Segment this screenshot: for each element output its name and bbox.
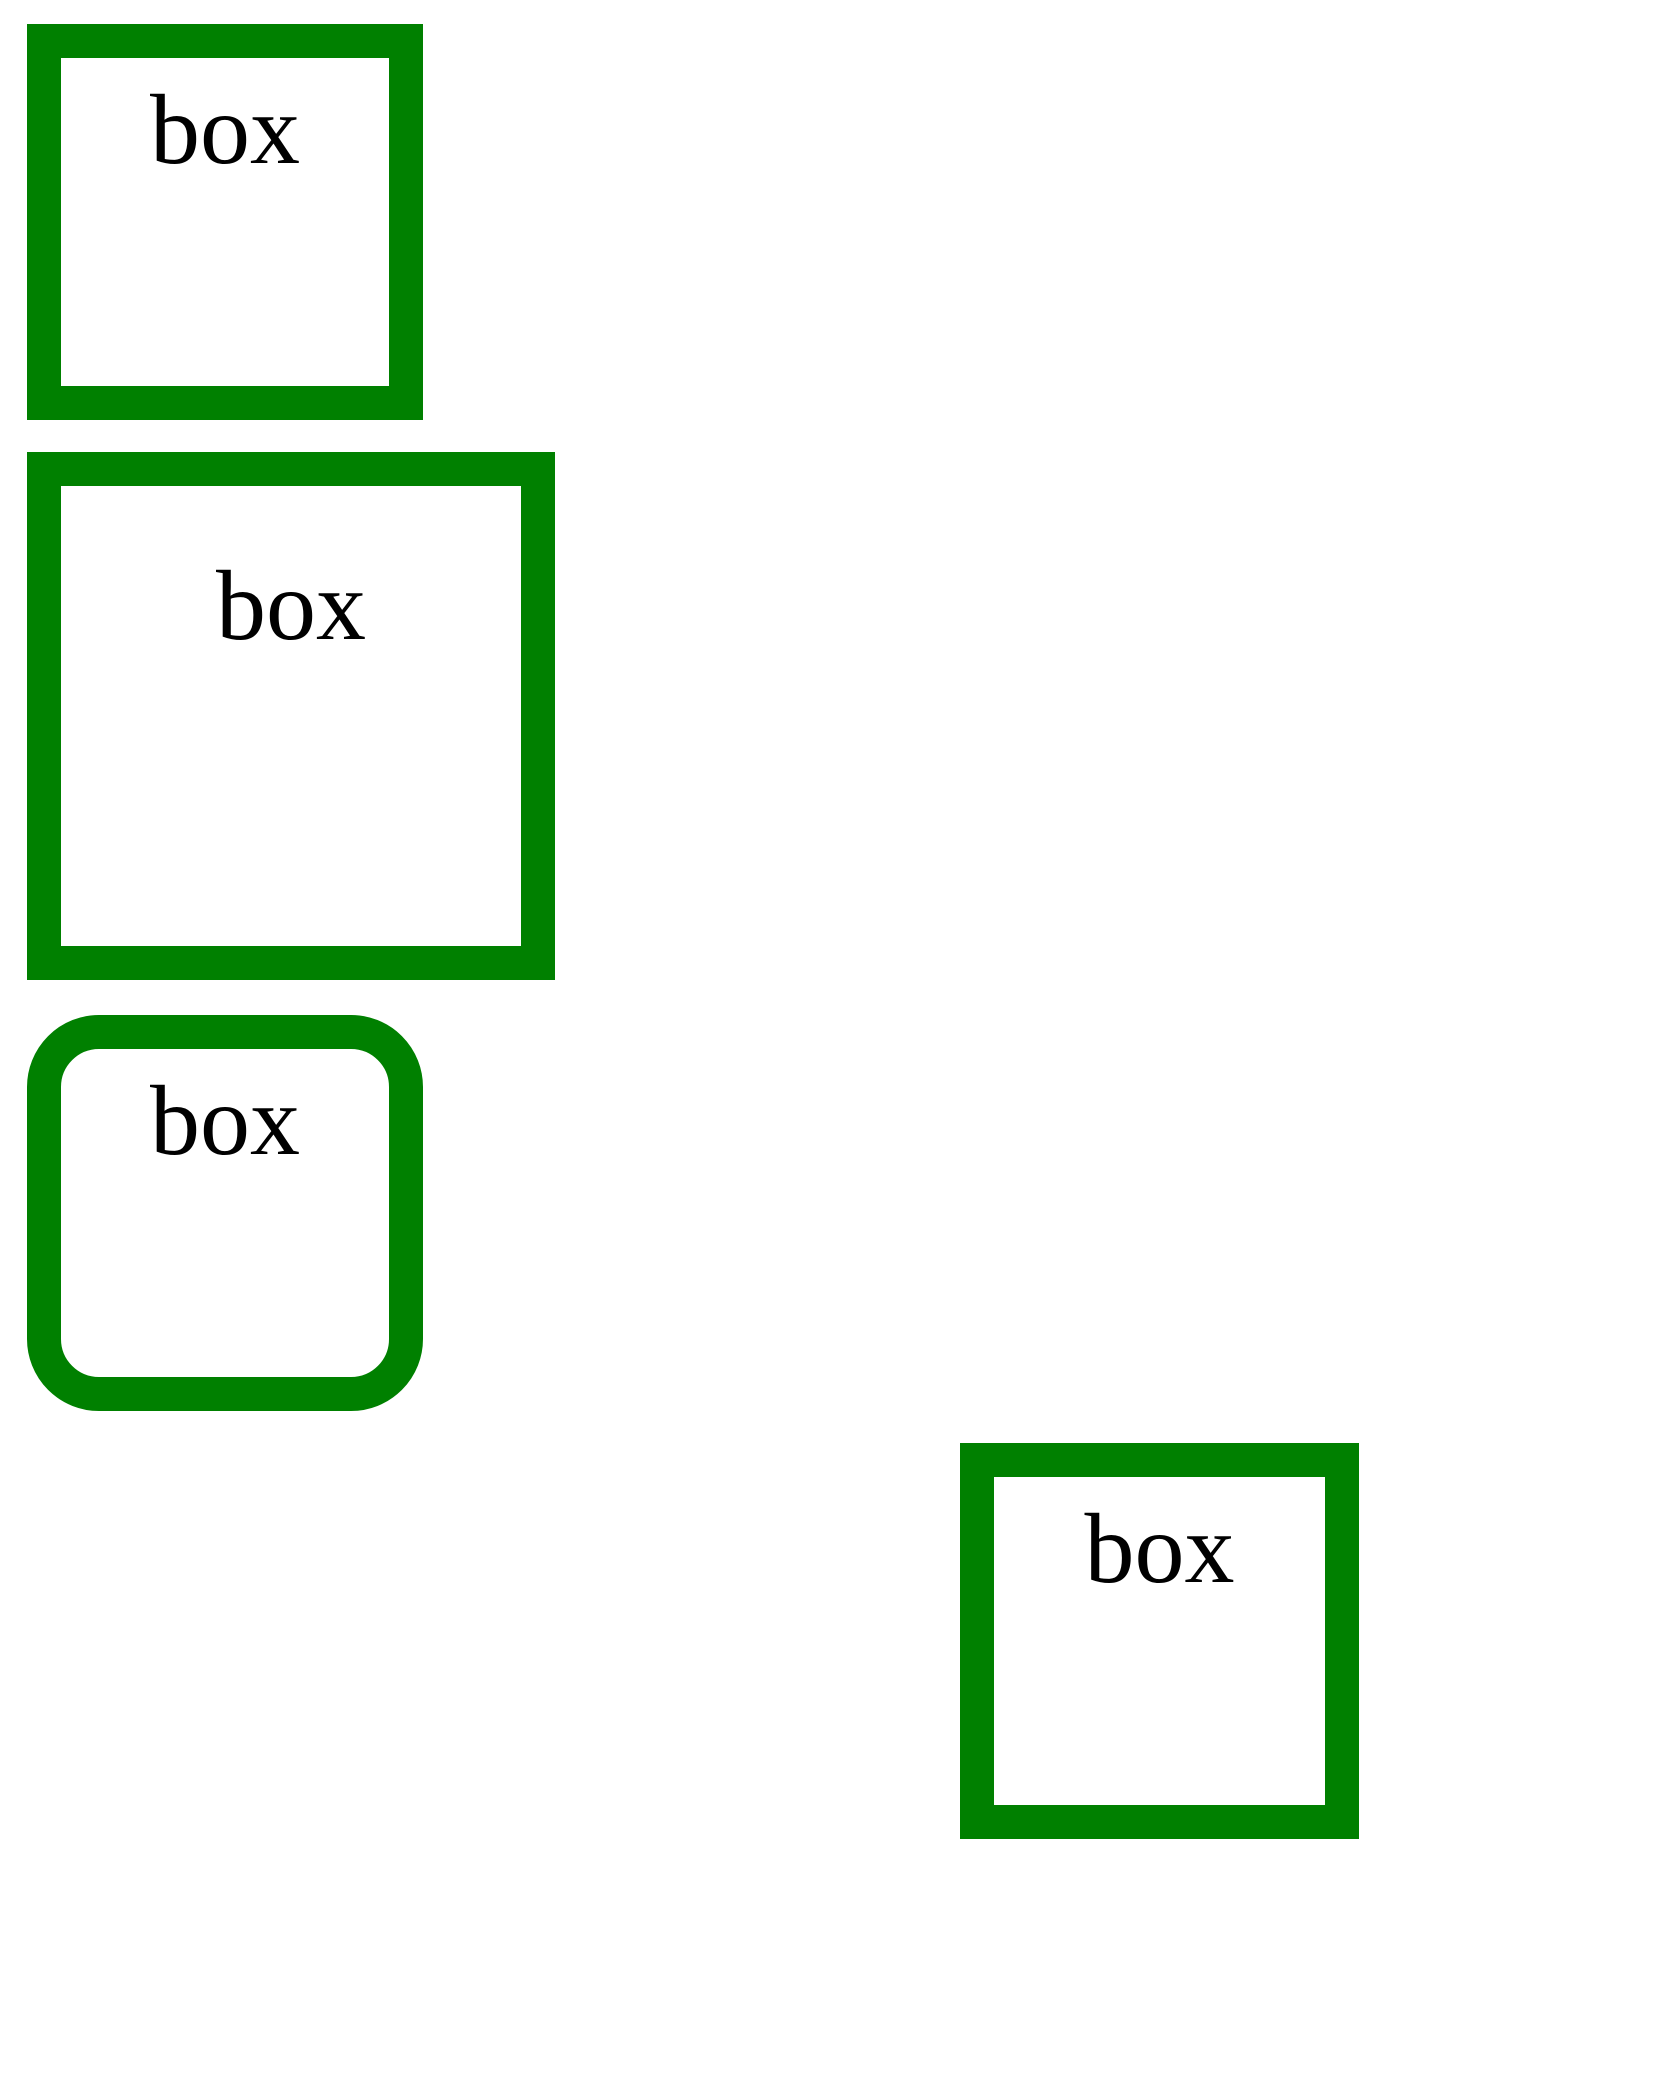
green-bordered-box-1: box [27, 24, 423, 420]
box-3-label: box [150, 1065, 300, 1176]
box-1-label: box [150, 74, 300, 185]
green-rounded-box-3: box [27, 1015, 423, 1411]
box-4-label: box [1084, 1493, 1235, 1604]
green-bordered-box-2: box [27, 452, 555, 980]
green-bordered-box-4: box [960, 1443, 1359, 1839]
box-2-label: box [216, 550, 366, 661]
